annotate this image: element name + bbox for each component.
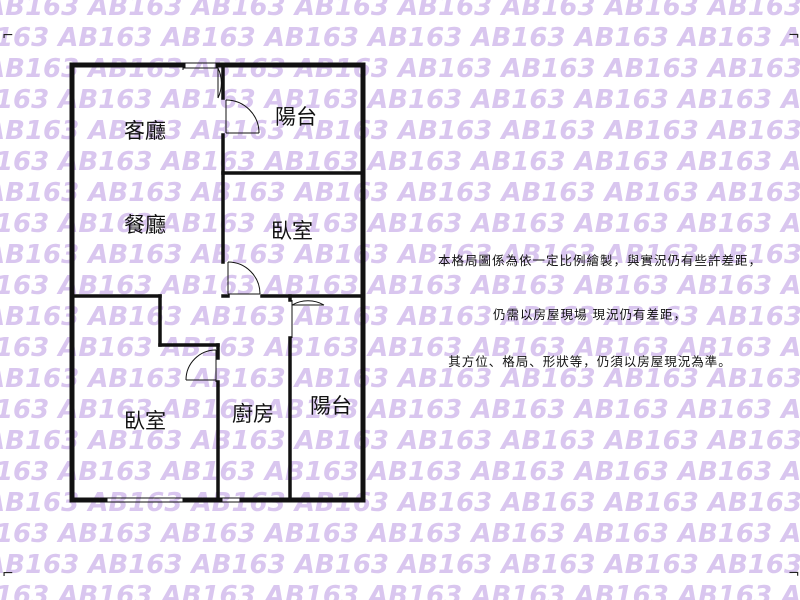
corner-mark-top-left: ⌐ [2, 28, 14, 44]
corner-mark-top-right: ¬ [788, 28, 800, 44]
room-label-balcony-top: 陽台 [275, 105, 317, 129]
corner-mark-bottom-right: ¬ [788, 566, 800, 582]
disclaimer-line-1: 本格局圖係為依一定比例繪製，與實況仍有些許差距， [437, 253, 762, 268]
entrance-door [182, 65, 222, 99]
windows [105, 62, 242, 503]
bedroom-center-door [227, 261, 261, 295]
bedroom-left-door [185, 349, 217, 382]
room-label-bedroom-center: 臥室 [271, 219, 313, 243]
interior-walls [70, 63, 365, 502]
corner-mark-bottom-left: ⌐ [2, 566, 14, 582]
room-label-living: 客廳 [124, 119, 166, 143]
room-label-balcony-right: 陽台 [310, 394, 352, 418]
doors [182, 65, 325, 382]
room-label-kitchen: 廚房 [232, 402, 274, 426]
balcony-top-door [225, 99, 260, 134]
disclaimer-line-3: 其方位、格局、形狀等，仍須以房屋現況為準。 [448, 354, 732, 369]
room-label-bedroom-left: 臥室 [124, 409, 166, 433]
walls [69, 62, 366, 503]
room-label-dining: 餐廳 [124, 213, 166, 237]
disclaimer-line-2: 仍需以房屋現場 現況仍有差距， [493, 307, 687, 322]
balcony-right-door [291, 300, 325, 338]
